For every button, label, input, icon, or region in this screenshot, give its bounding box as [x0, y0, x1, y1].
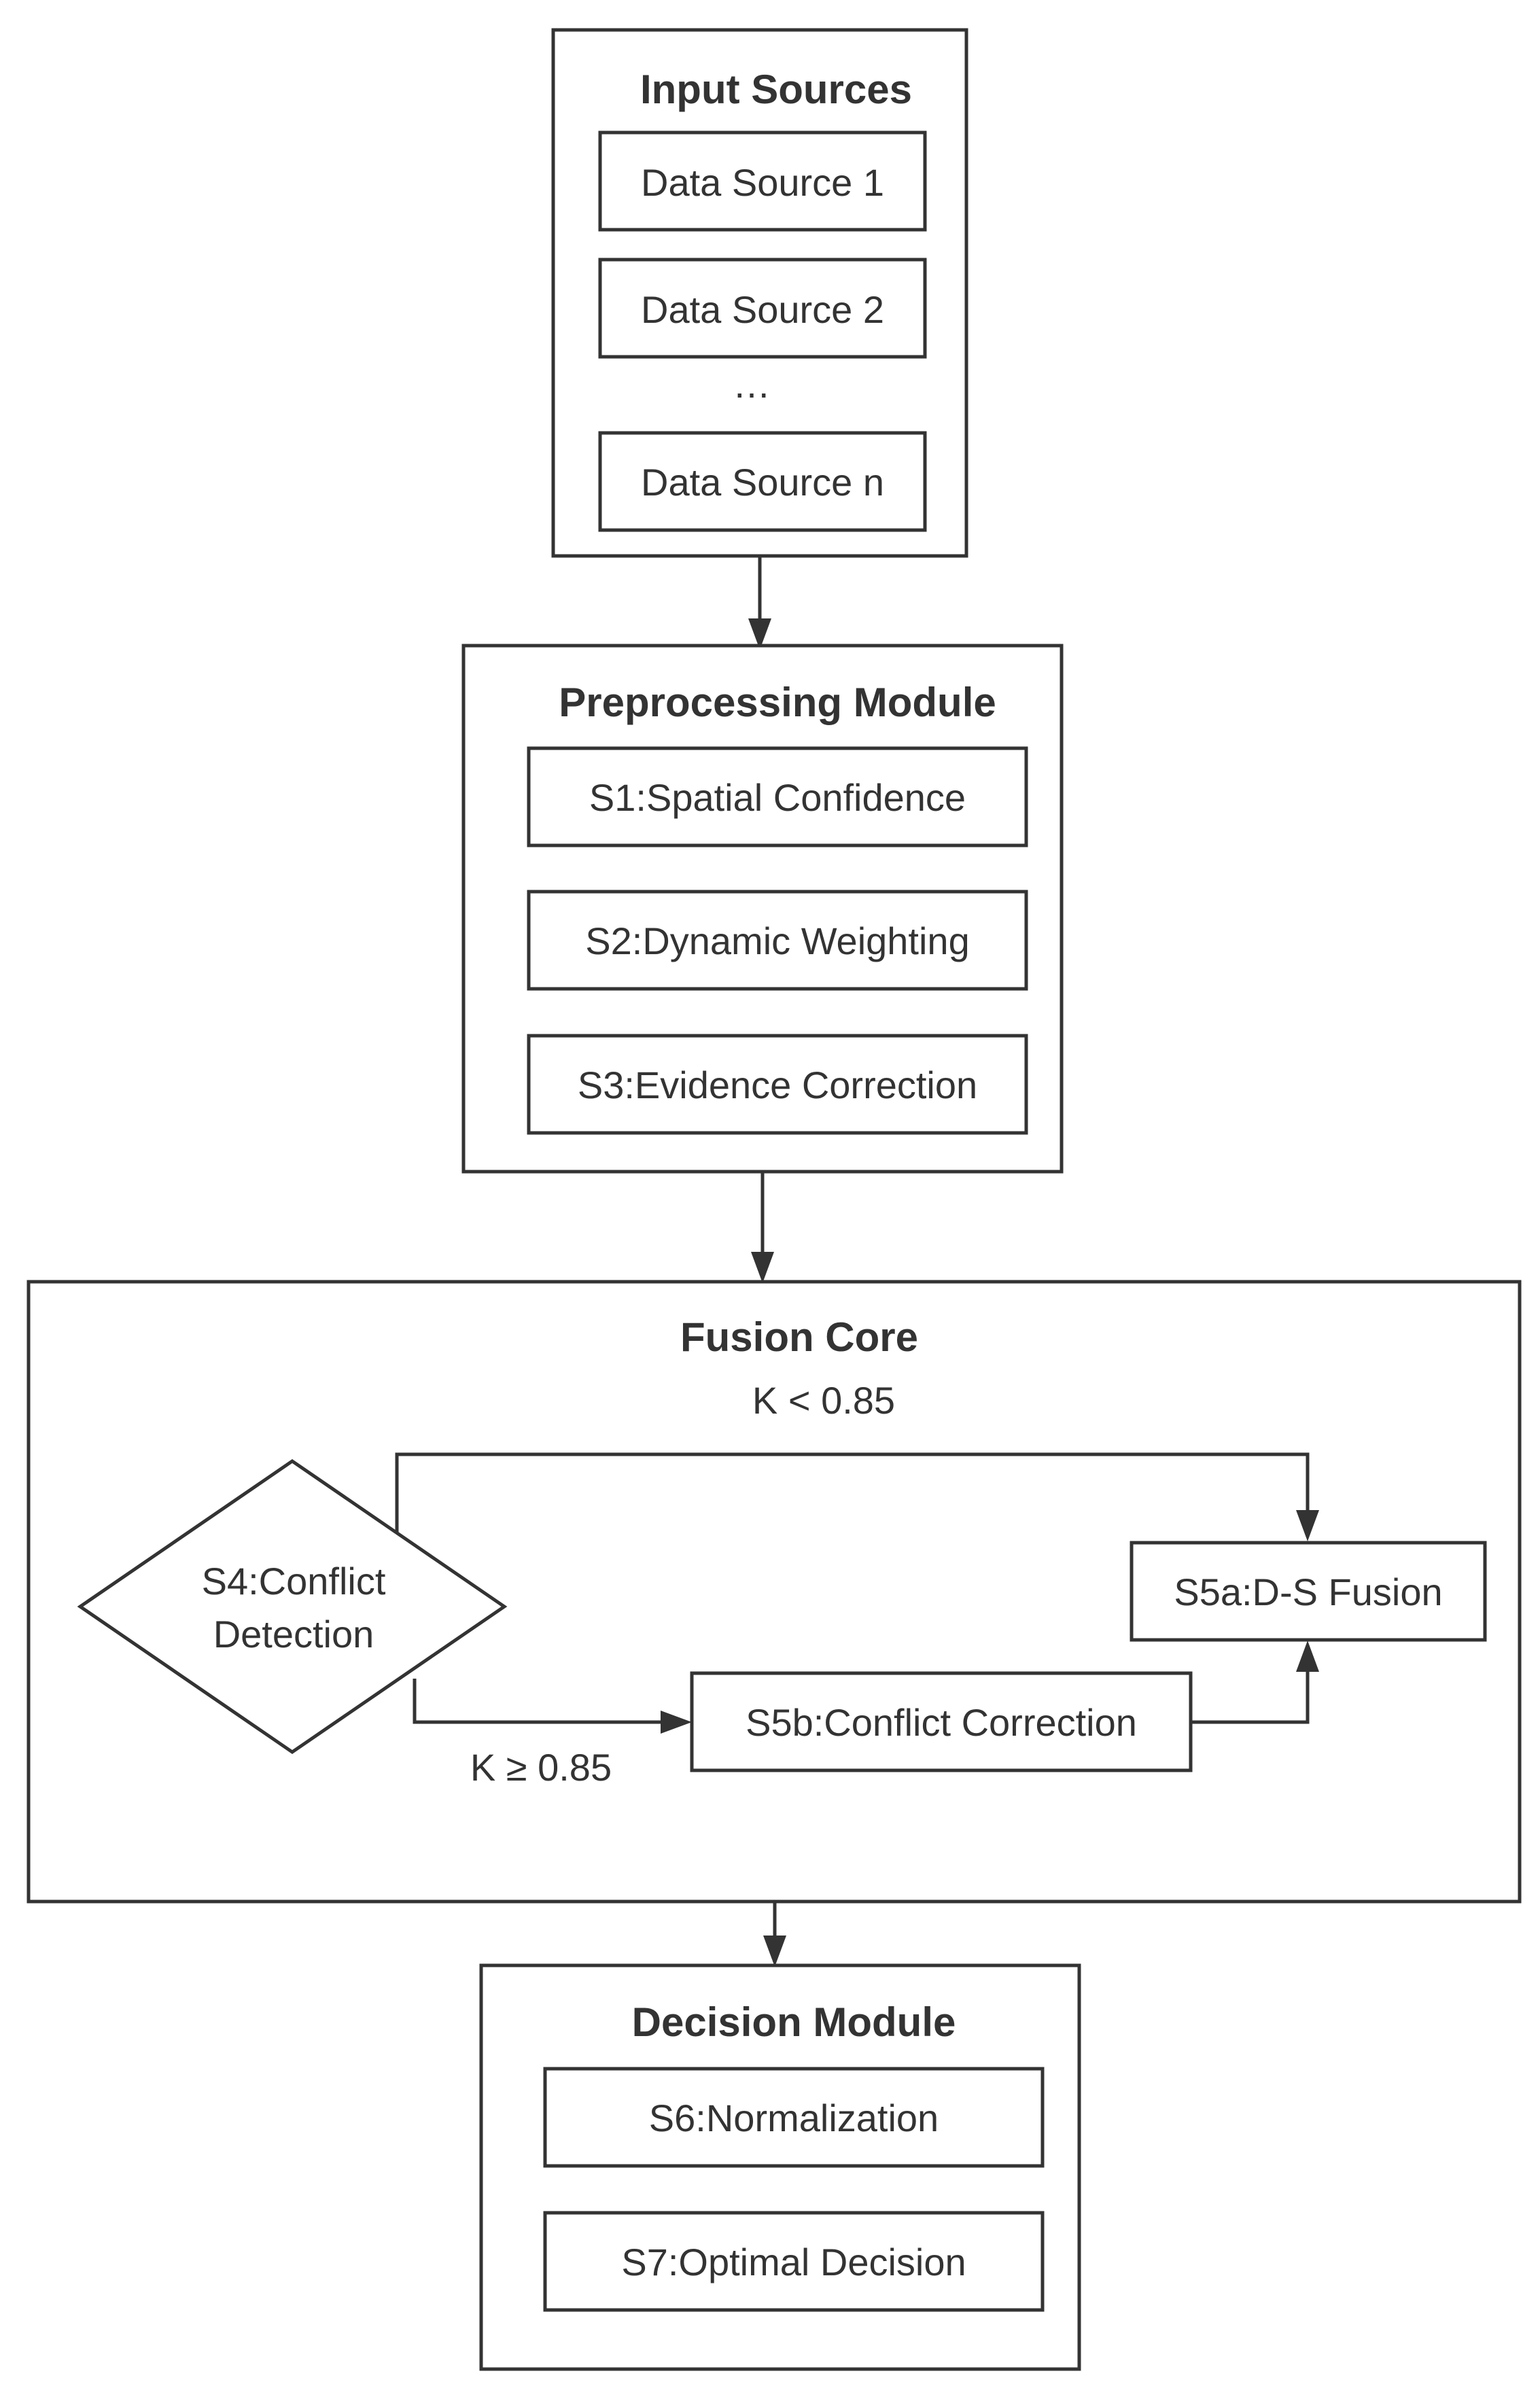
low-conflict-condition-label: K < 0.85 — [752, 1379, 895, 1422]
s7-optimal-decision-label: S7:Optimal Decision — [621, 2241, 966, 2283]
s4-conflict-detection-label-line1: S4:Conflict — [202, 1560, 386, 1603]
data-source-ellipsis: … — [733, 363, 771, 406]
s4-conflict-detection-diamond — [77, 1458, 508, 1755]
input-sources-group: Input Sources Data Source 1 Data Source … — [551, 28, 968, 558]
s5b-conflict-correction-label: S5b:Conflict Correction — [746, 1701, 1137, 1744]
decision-title: Decision Module — [632, 1999, 956, 2045]
data-source-n-box — [598, 431, 927, 532]
decision-group: Decision Module S6:Normalization S7:Opti… — [479, 1963, 1081, 2371]
s5b-conflict-correction-box — [690, 1671, 1193, 1772]
s6-normalization-label: S6:Normalization — [649, 2097, 939, 2139]
s3-evidence-correction-box — [527, 1034, 1028, 1135]
s1-spatial-confidence-label: S1:Spatial Confidence — [589, 776, 966, 819]
s3-evidence-correction-label: S3:Evidence Correction — [578, 1064, 977, 1106]
data-source-2-label: Data Source 2 — [641, 288, 884, 331]
arrow-correction-to-ds-fusion — [1191, 1641, 1319, 1724]
s1-spatial-confidence-box — [527, 746, 1028, 847]
s4-conflict-detection-label-line2: Detection — [213, 1613, 374, 1656]
data-source-n-label: Data Source n — [641, 461, 884, 504]
preprocessing-group: Preprocessing Module S1:Spatial Confiden… — [461, 644, 1064, 1174]
arrow-low-conflict-to-ds-fusion — [395, 1452, 1319, 1541]
data-source-1-label: Data Source 1 — [641, 161, 884, 204]
arrow-fusion-to-decision — [763, 1902, 786, 1967]
arrow-high-conflict-to-correction — [413, 1679, 692, 1734]
fusion-core-title: Fusion Core — [680, 1314, 918, 1360]
input-sources-title: Input Sources — [640, 67, 912, 112]
s7-optimal-decision-box — [543, 2211, 1045, 2312]
s2-dynamic-weighting-box — [527, 890, 1028, 991]
arrow-preprocessing-to-fusion — [751, 1172, 774, 1283]
data-source-1-box — [598, 130, 927, 232]
s5a-ds-fusion-label: S5a:D-S Fusion — [1174, 1571, 1442, 1613]
s5a-ds-fusion-box — [1130, 1541, 1487, 1642]
data-source-2-box — [598, 258, 927, 359]
high-conflict-condition-label: K ≥ 0.85 — [470, 1746, 612, 1789]
fusion-core-group: Fusion Core K < 0.85 S4:Conflict Detecti… — [27, 1280, 1522, 1904]
preprocessing-title: Preprocessing Module — [559, 680, 996, 725]
arrow-input-to-preprocessing — [748, 556, 771, 650]
s6-normalization-box — [543, 2067, 1045, 2168]
s2-dynamic-weighting-label: S2:Dynamic Weighting — [585, 920, 969, 962]
